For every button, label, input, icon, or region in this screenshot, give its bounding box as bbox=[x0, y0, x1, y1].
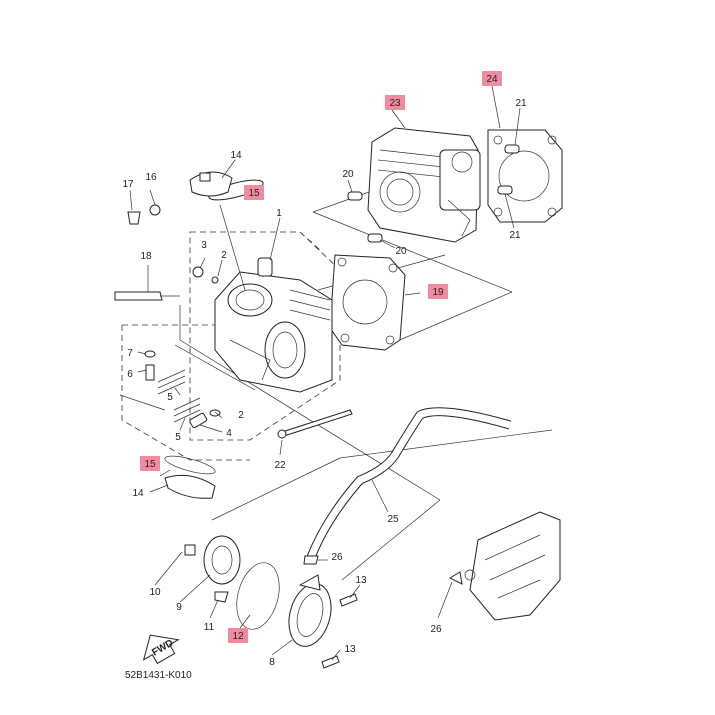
callout-17: 17 bbox=[122, 179, 134, 190]
svg-text:23: 23 bbox=[389, 98, 401, 109]
callout-20-lower: 20 bbox=[395, 246, 407, 257]
callout-6: 6 bbox=[127, 369, 133, 380]
callout-7: 7 bbox=[127, 348, 133, 359]
callout-3: 3 bbox=[201, 240, 207, 251]
callout-21-upper: 21 bbox=[515, 98, 527, 109]
stud-bolt bbox=[277, 409, 353, 439]
head-small-parts bbox=[114, 171, 264, 429]
head-gasket bbox=[329, 254, 406, 351]
callout-1: 1 bbox=[276, 208, 282, 219]
cylinder bbox=[367, 127, 481, 243]
fwd-arrow: FWD bbox=[142, 634, 180, 665]
callout-14-upper: 14 bbox=[230, 150, 242, 161]
callout-5-lower: 5 bbox=[175, 432, 181, 443]
highlight-19: 19 bbox=[428, 284, 448, 299]
dowel-pins bbox=[347, 144, 520, 243]
highlight-23: 23 bbox=[385, 95, 405, 110]
callout-21-lower: 21 bbox=[509, 230, 521, 241]
callout-4: 4 bbox=[226, 428, 232, 439]
callout-10: 10 bbox=[149, 587, 161, 598]
lower-oring-and-cover bbox=[164, 455, 216, 499]
svg-text:15: 15 bbox=[144, 459, 156, 470]
cylinder-head bbox=[214, 257, 333, 393]
callout-14-lower: 14 bbox=[132, 488, 144, 499]
svg-text:19: 19 bbox=[432, 287, 444, 298]
diagram-code: 52B1431-K010 bbox=[125, 670, 192, 681]
svg-text:24: 24 bbox=[486, 74, 498, 85]
air-hose bbox=[305, 407, 512, 562]
svg-text:12: 12 bbox=[232, 631, 244, 642]
callout-numbers: 1 2 2 3 4 5 5 6 7 8 9 10 11 13 13 14 14 … bbox=[122, 98, 527, 668]
callout-25: 25 bbox=[387, 514, 399, 525]
callout-20-upper: 20 bbox=[342, 169, 354, 180]
callout-16: 16 bbox=[145, 172, 157, 183]
callout-11: 11 bbox=[204, 622, 215, 633]
callout-22: 22 bbox=[274, 460, 286, 471]
highlight-15-upper: 15 bbox=[244, 185, 264, 200]
dashed-assembly-outlines bbox=[121, 231, 341, 461]
callout-13-lower: 13 bbox=[344, 644, 356, 655]
callout-18: 18 bbox=[140, 251, 152, 262]
crankcase-fragment bbox=[464, 511, 561, 621]
callout-2-lower: 2 bbox=[238, 410, 244, 421]
callout-leaders bbox=[129, 85, 521, 661]
callout-13-upper: 13 bbox=[355, 575, 367, 586]
highlight-15-lower: 15 bbox=[140, 456, 160, 471]
callout-26-upper: 26 bbox=[331, 552, 343, 563]
callout-8: 8 bbox=[269, 657, 275, 668]
svg-text:15: 15 bbox=[248, 188, 260, 199]
cylinder-gasket bbox=[487, 129, 563, 223]
callout-5-upper: 5 bbox=[167, 392, 173, 403]
callout-26-lower: 26 bbox=[430, 624, 442, 635]
highlight-24: 24 bbox=[482, 71, 502, 86]
highlighted-callouts: 15 23 24 19 15 12 bbox=[140, 71, 502, 643]
highlight-12: 12 bbox=[228, 628, 248, 643]
callout-9: 9 bbox=[176, 602, 182, 613]
air-induction-parts bbox=[184, 535, 463, 669]
callout-2-upper: 2 bbox=[221, 250, 227, 261]
